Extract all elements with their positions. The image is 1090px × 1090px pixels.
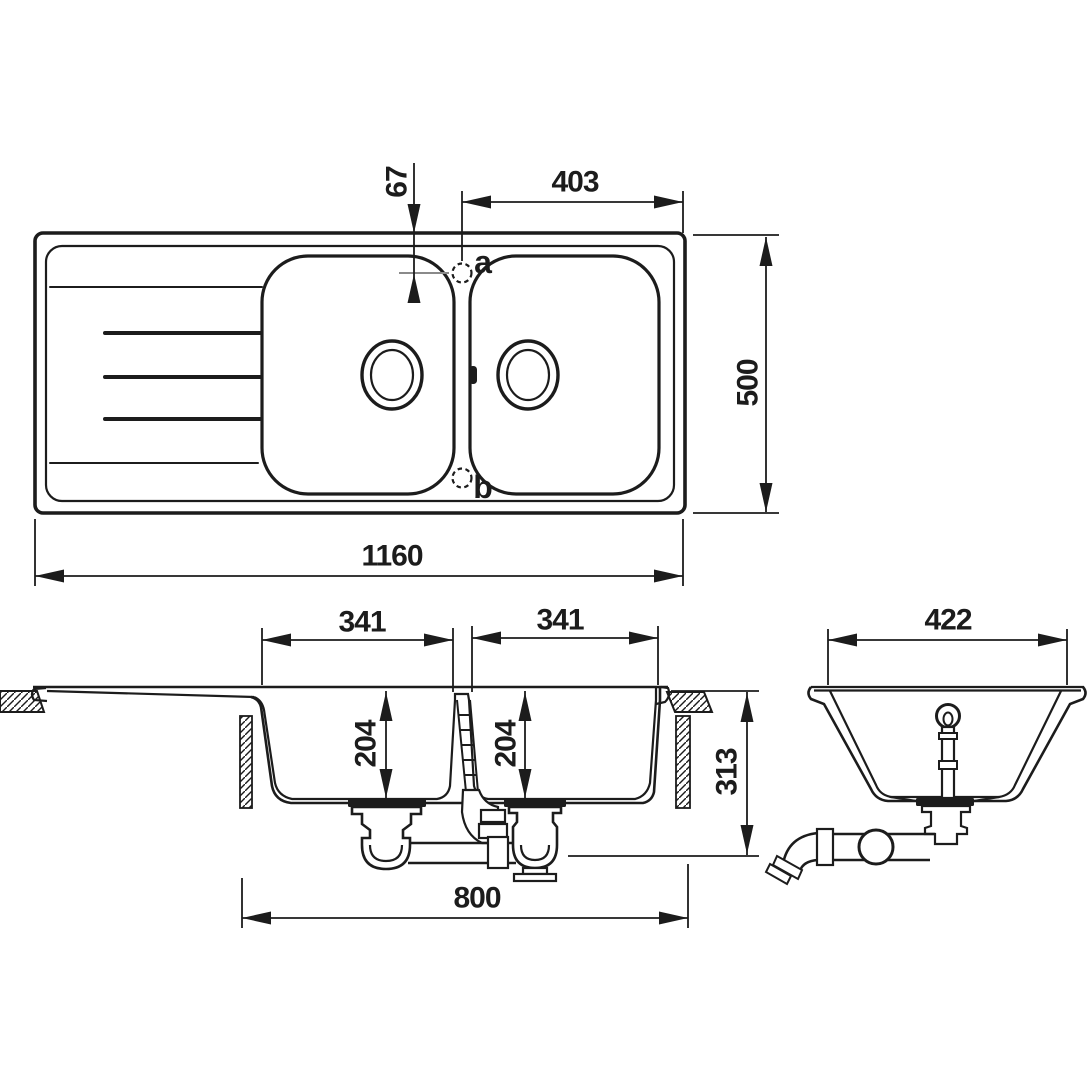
dim-422: 422	[827, 604, 1068, 685]
dim-403: 403	[461, 166, 684, 261]
left-lip	[30, 686, 48, 703]
p-trap-piping	[764, 827, 935, 886]
left-trap-inner	[368, 844, 404, 863]
dim-422-label: 422	[924, 604, 971, 637]
dim-403-label: 403	[551, 166, 598, 199]
pipe-collar-3	[486, 835, 510, 870]
dim-341-left-label: 341	[338, 606, 385, 639]
drainboard-grooves	[49, 286, 263, 464]
divider-overflow-tube	[456, 699, 479, 793]
hole-b-label: b	[473, 469, 493, 505]
dim-204-right-label: 204	[490, 719, 523, 767]
tap-hole-a	[451, 262, 473, 284]
right-outlet-plate	[512, 872, 558, 883]
dim-67: 67	[381, 163, 421, 303]
top-view: a b	[33, 231, 687, 515]
dim-341-right: 341	[471, 604, 659, 692]
dim-1160-label: 1160	[361, 540, 422, 573]
right-strainer-trap	[507, 805, 563, 870]
bowl-inner-surface	[253, 688, 658, 801]
dim-67-label: 67	[381, 166, 414, 198]
left-bowl-drain	[360, 339, 424, 411]
dim-800-label: 800	[453, 882, 500, 915]
counter-edge-section	[0, 690, 46, 713]
dim-204-left: 204	[350, 691, 393, 799]
hole-a-label: a	[474, 244, 492, 280]
dim-800: 800	[241, 864, 689, 928]
dim-204-left-label: 204	[350, 719, 383, 767]
right-clamp-section	[675, 715, 691, 809]
left-drain-flange	[348, 799, 426, 807]
divider-overflow-slot	[469, 366, 477, 384]
side-section-view	[764, 685, 1087, 886]
side-rim	[811, 685, 1084, 692]
side-drain-flange	[916, 798, 974, 806]
dim-204-right: 204	[490, 691, 532, 799]
sink-inner-rim	[44, 244, 676, 503]
dim-500: 500	[693, 234, 779, 514]
shell-outer	[250, 688, 662, 805]
side-drain-body	[920, 804, 972, 846]
right-counter-section	[665, 691, 714, 713]
drainboard-surface	[46, 689, 255, 699]
dim-500-label: 500	[732, 359, 765, 406]
pipe-collar-1	[479, 808, 507, 824]
tap-hole-b	[451, 467, 473, 489]
left-bowl	[260, 254, 456, 496]
right-bowl-drain	[496, 339, 560, 411]
dim-341-right-label: 341	[536, 604, 583, 637]
left-clamp-section	[239, 715, 253, 809]
dim-341-left: 341	[261, 606, 454, 692]
right-lip	[655, 685, 671, 706]
dim-313: 313	[568, 690, 759, 857]
left-strainer-trap	[350, 805, 423, 871]
front-section-view	[0, 685, 714, 883]
dim-313-label: 313	[711, 748, 744, 795]
right-trap-inner	[519, 844, 551, 862]
drain-linkage-rod	[935, 703, 961, 800]
dim-1160: 1160	[34, 519, 684, 586]
right-drain-flange	[504, 799, 566, 807]
